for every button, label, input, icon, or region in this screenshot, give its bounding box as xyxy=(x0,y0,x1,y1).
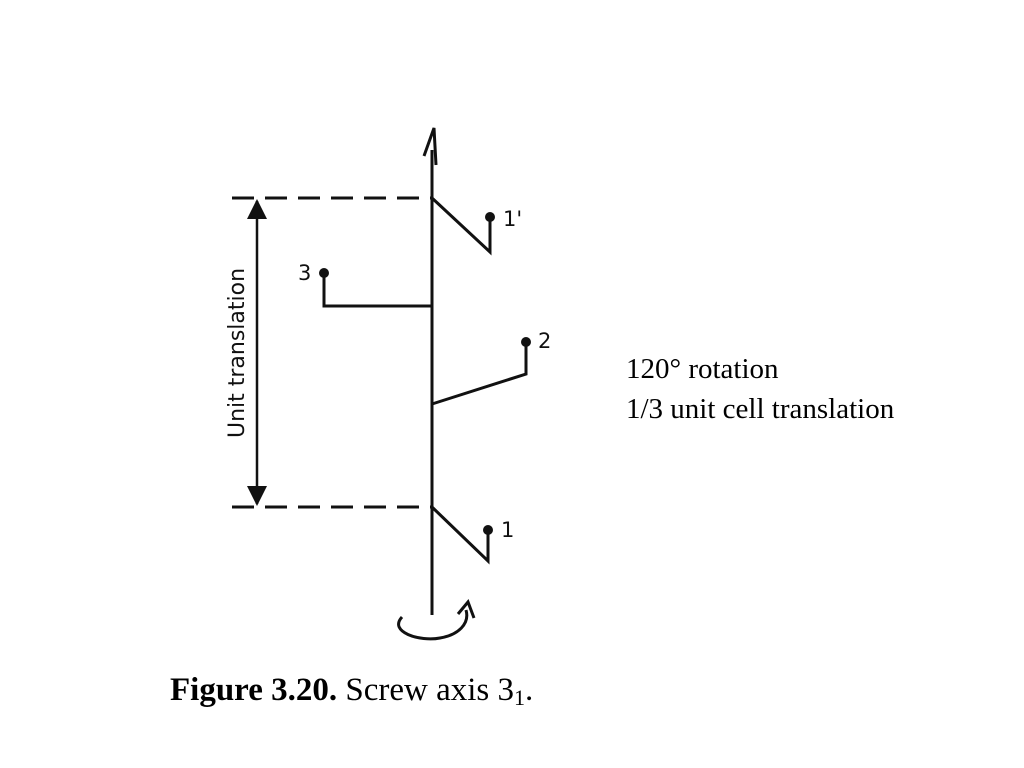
point-2-dot xyxy=(521,337,531,347)
point-2-label: 2 xyxy=(538,329,551,353)
branch-3 xyxy=(322,274,432,308)
rotation-arrow-icon xyxy=(397,609,469,641)
point-1-label: 1 xyxy=(501,518,514,542)
point-1-prime-dot xyxy=(485,212,495,222)
caption-text: Screw axis 3 xyxy=(345,672,515,708)
branch-1-prime xyxy=(430,196,492,256)
caption-trailing-period: . xyxy=(525,672,534,708)
rotation-note: 120° rotation xyxy=(626,353,779,385)
translation-note: 1/3 unit cell translation xyxy=(626,393,895,425)
caption-subscript: 1 xyxy=(514,685,526,710)
unit-translation-label: Unit translation xyxy=(225,268,250,438)
point-3-dot xyxy=(319,268,329,278)
point-1-dot xyxy=(483,525,493,535)
point-3-label: 3 xyxy=(298,261,311,285)
branch-1 xyxy=(430,505,490,565)
figure-caption: Figure 3.20. Screw axis 31. xyxy=(170,672,533,711)
caption-figure-number: Figure 3.20. xyxy=(170,672,338,708)
rotation-arrowhead-icon xyxy=(456,599,476,619)
point-1-prime-label: 1' xyxy=(503,207,522,231)
axis-top-arrow-icon xyxy=(422,127,438,166)
branch-2 xyxy=(431,344,528,406)
